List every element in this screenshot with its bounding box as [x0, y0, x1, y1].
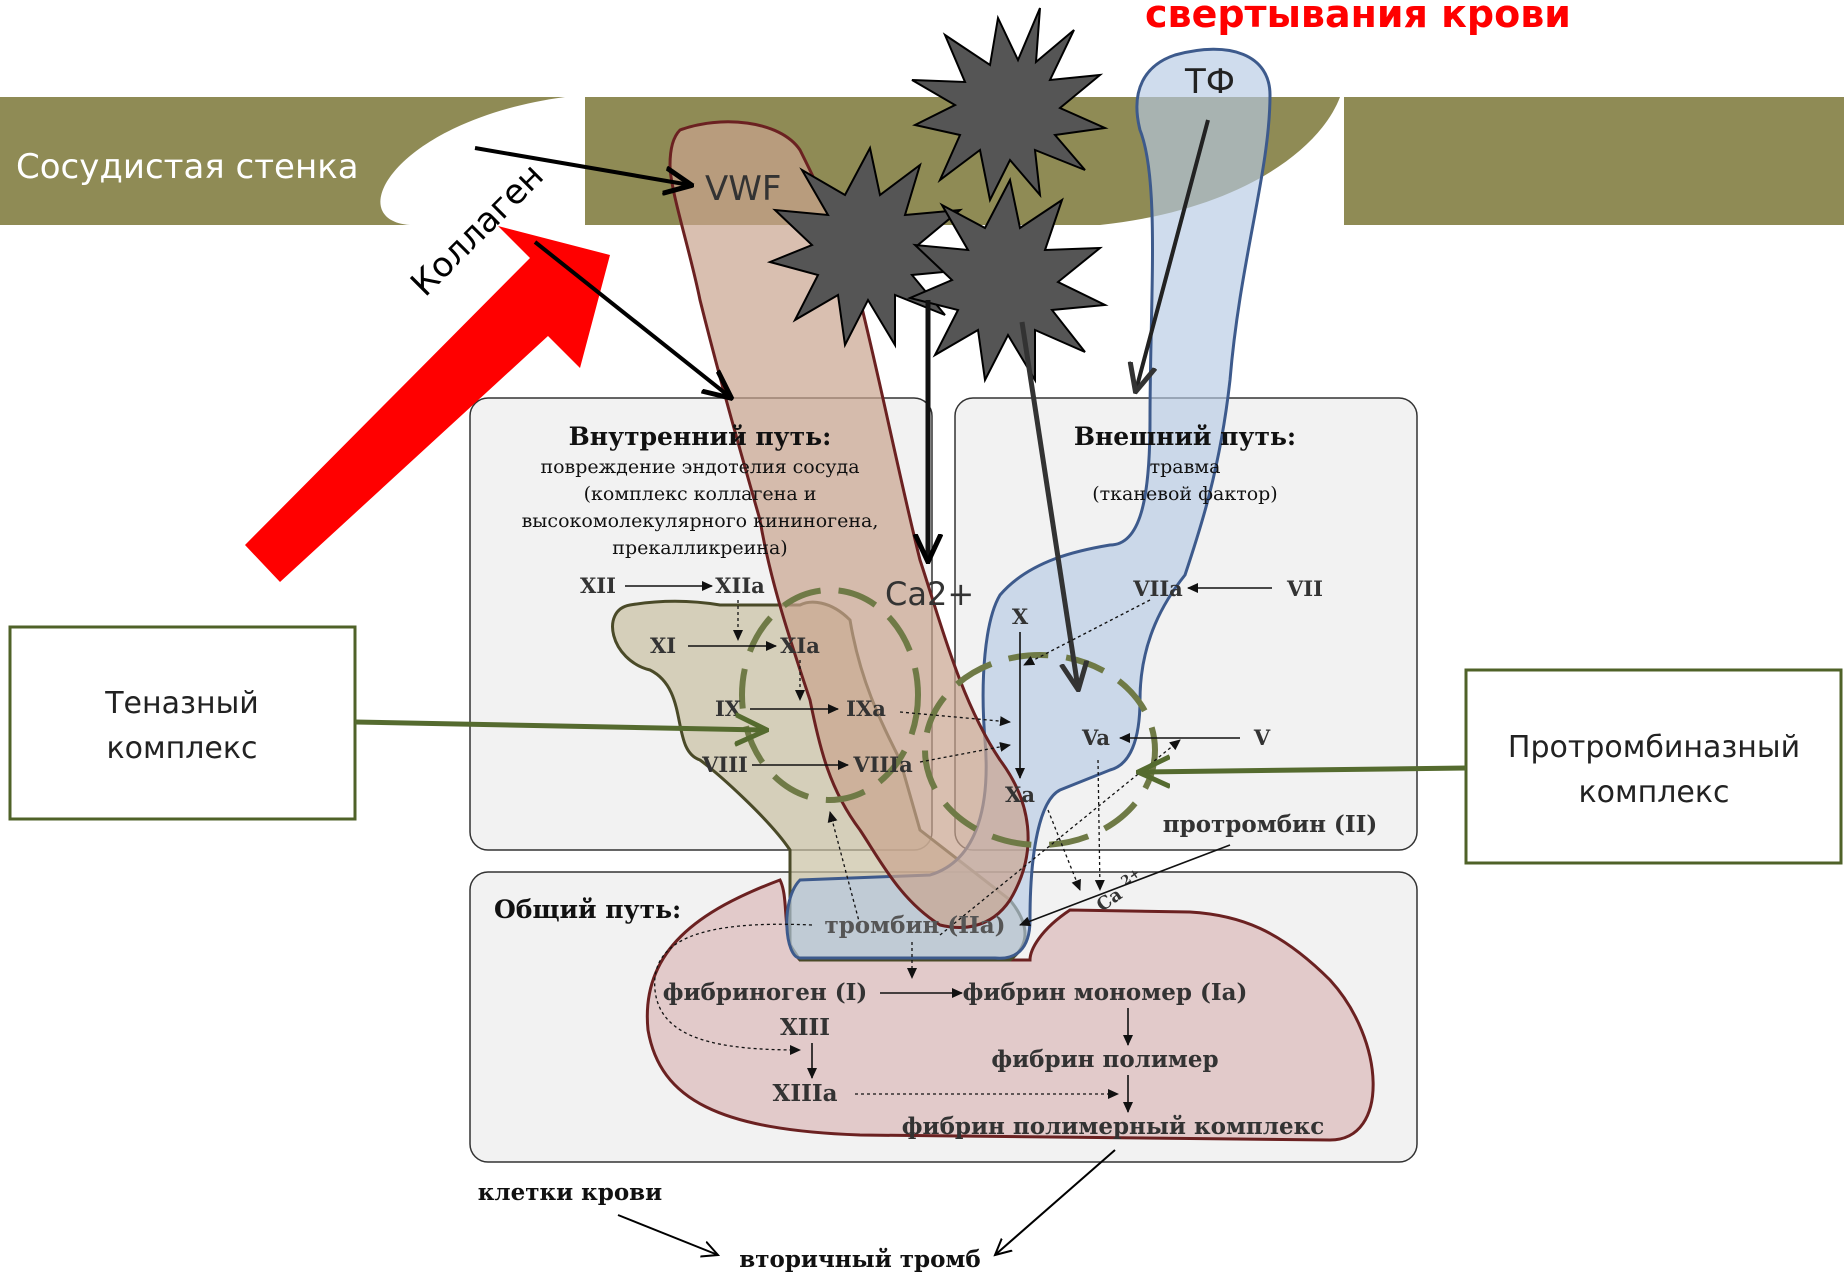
- prothrombinase-box: [1466, 670, 1841, 863]
- intrinsic-line-3: высокомолекулярного кининогена,: [522, 510, 879, 532]
- factor-xiii: XIII: [780, 1014, 830, 1041]
- factor-xiia: XIIa: [715, 573, 765, 598]
- prothrombinase-box-line-1: Протромбиназный: [1508, 730, 1800, 765]
- factor-v: V: [1253, 725, 1271, 750]
- factor-prothrombin: протромбин (II): [1163, 811, 1377, 838]
- factor-fibrin-complex: фибрин полимерный комплекс: [902, 1113, 1324, 1140]
- page-title: свертывания крови: [1145, 0, 1571, 36]
- factor-xa: Xa: [1005, 782, 1035, 807]
- factor-xi: XI: [650, 633, 676, 658]
- factor-xii: XII: [580, 573, 616, 598]
- ca-label: Ca2+: [885, 575, 974, 613]
- prothrombinase-box-line-2: комплекс: [1579, 775, 1730, 810]
- factor-ixa: IXa: [846, 696, 886, 721]
- vwf-label: VWF: [705, 169, 781, 209]
- factor-fibrin-polymer: фибрин полимер: [991, 1046, 1218, 1073]
- arrow-complex-thrombus: [995, 1150, 1115, 1255]
- intrinsic-line-4: прекалликреина): [612, 537, 787, 559]
- factor-x: X: [1012, 604, 1029, 629]
- extrinsic-line-2: (тканевой фактор): [1092, 483, 1277, 505]
- vessel-wall-band: Сосудистая стенка: [0, 97, 1844, 225]
- factor-xia: XIa: [780, 633, 820, 658]
- common-title: Общий путь:: [494, 895, 681, 924]
- intrinsic-line-2: (комплекс коллагена и: [584, 483, 817, 505]
- factor-viiia: VIIIa: [852, 752, 913, 777]
- extrinsic-line-1: травма: [1150, 456, 1221, 478]
- tenase-box-line-2: комплекс: [107, 731, 258, 766]
- arrow-cells-thrombus: [618, 1215, 718, 1255]
- factor-viii: VIII: [701, 752, 748, 777]
- factor-ix: IX: [715, 696, 742, 721]
- factor-vii: VII: [1286, 576, 1323, 601]
- tenase-box: [10, 627, 355, 819]
- tf-label: ТФ: [1184, 62, 1235, 102]
- blood-cells-label: клетки крови: [478, 1179, 662, 1206]
- factor-fibrin-monomer: фибрин мономер (Ia): [963, 979, 1248, 1006]
- intrinsic-line-1: повреждение эндотелия сосуда: [540, 456, 859, 478]
- secondary-thrombus-label: вторичный тромб: [739, 1246, 981, 1273]
- intrinsic-title: Внутренний путь:: [569, 422, 832, 451]
- tenase-box-line-1: Теназный: [104, 686, 259, 721]
- vessel-wall-label: Сосудистая стенка: [16, 147, 359, 187]
- factor-fibrinogen: фибриноген (I): [663, 979, 868, 1006]
- extrinsic-title: Внешний путь:: [1074, 422, 1296, 451]
- factor-thrombin: тромбин (IIa): [824, 912, 1005, 939]
- factor-va: Va: [1081, 725, 1110, 750]
- factor-xiiia: XIIIa: [772, 1080, 837, 1107]
- factor-viia: VIIa: [1132, 576, 1183, 601]
